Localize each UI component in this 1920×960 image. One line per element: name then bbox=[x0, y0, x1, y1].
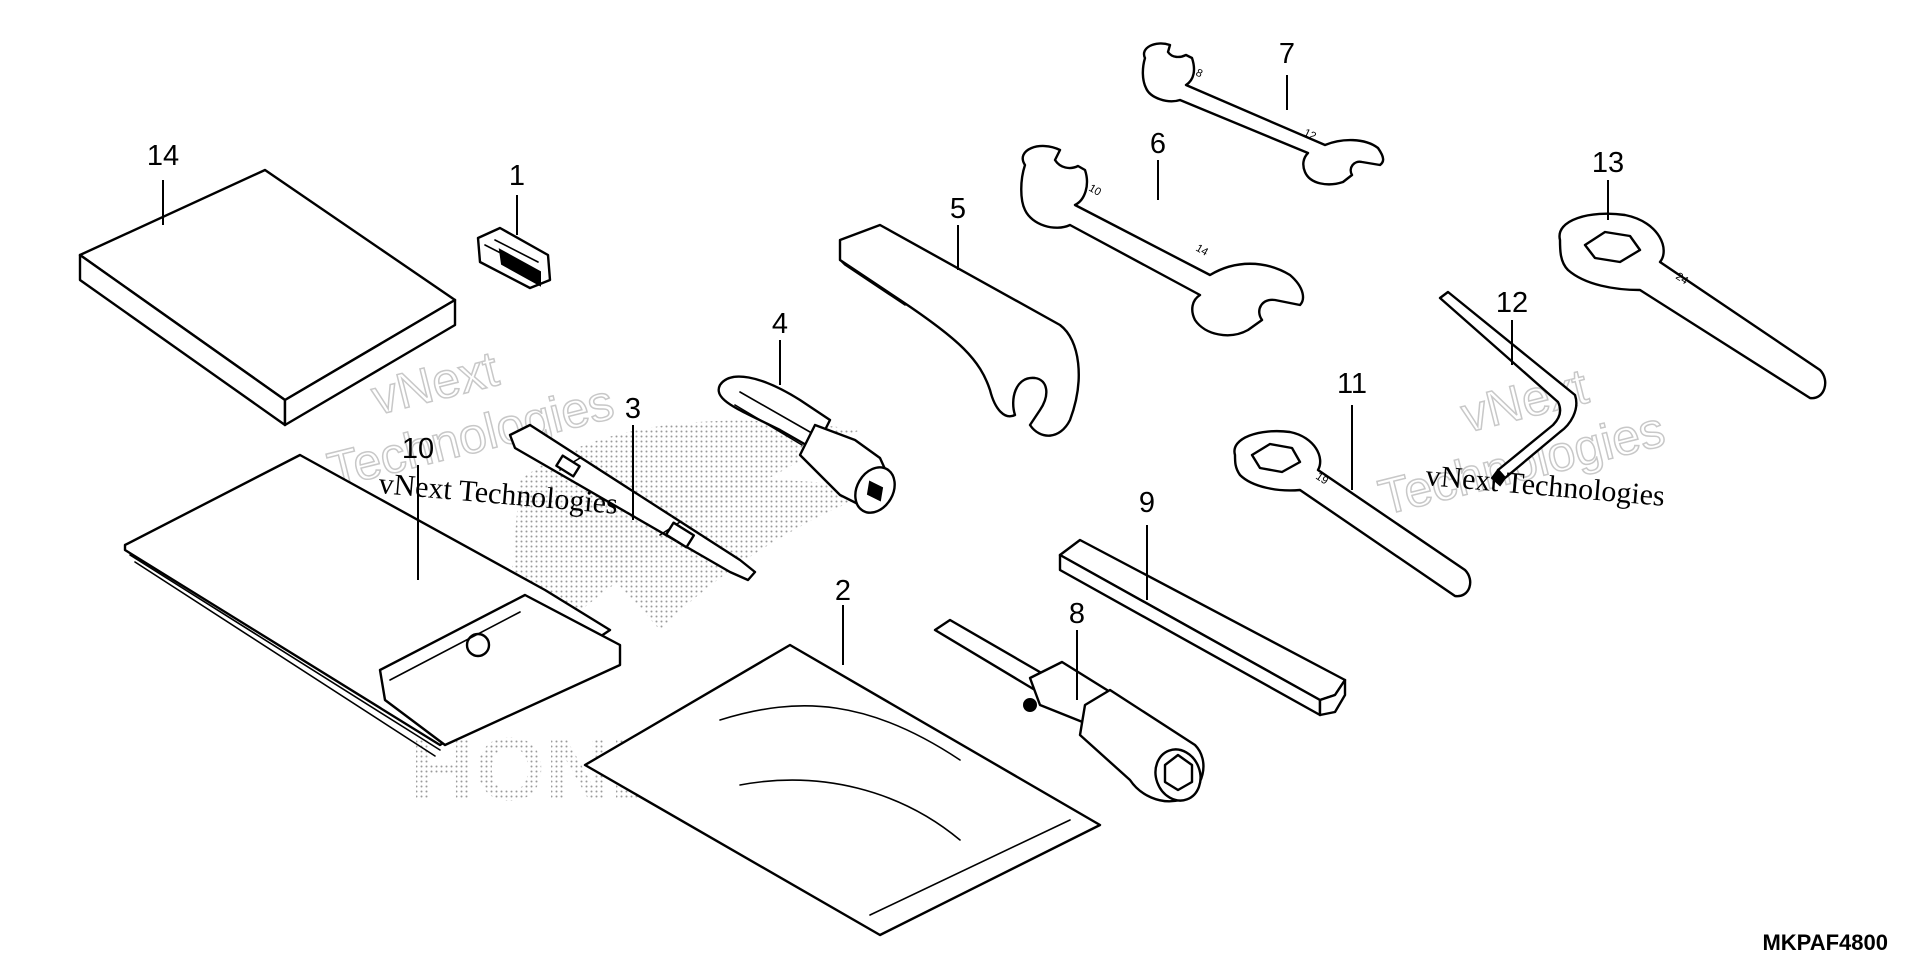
callout-9: 9 bbox=[1139, 487, 1155, 519]
part-4-driver-handle bbox=[717, 375, 896, 514]
part-7-wrench-8-12: 8 12 bbox=[1141, 42, 1385, 186]
callout-7: 7 bbox=[1279, 38, 1295, 70]
part-6-wrench-10-14: 10 14 bbox=[1020, 144, 1305, 337]
callout-2: 2 bbox=[835, 575, 851, 607]
part-13-box-wrench-24: 24 bbox=[1558, 212, 1827, 400]
diagram-code: MKPAF4800 bbox=[1762, 930, 1888, 955]
wrench-7-size-left: 8 bbox=[1194, 67, 1205, 80]
part-12-hex-key bbox=[1438, 290, 1578, 487]
wrench-11-size: 19 bbox=[1313, 471, 1330, 488]
callout-13: 13 bbox=[1592, 147, 1624, 179]
callout-8: 8 bbox=[1069, 598, 1085, 630]
wrench-6-size-right: 14 bbox=[1194, 242, 1211, 259]
wrench-6-size-left: 10 bbox=[1087, 182, 1104, 199]
callout-5: 5 bbox=[950, 193, 966, 225]
part-2-document-bag bbox=[583, 643, 1102, 937]
callout-labels: 14 1 2 3 4 5 6 7 8 9 10 11 12 13 bbox=[147, 38, 1624, 630]
part-10-tool-bag bbox=[123, 453, 622, 757]
callout-4: 4 bbox=[772, 308, 788, 340]
leader-lines bbox=[162, 75, 1609, 700]
wrench-7-size-right: 12 bbox=[1302, 127, 1318, 143]
callout-1: 1 bbox=[509, 160, 525, 192]
callout-11: 11 bbox=[1337, 368, 1367, 400]
callout-12: 12 bbox=[1496, 287, 1528, 319]
part-9-extension-bar bbox=[1058, 538, 1347, 717]
part-5-hook-spanner bbox=[838, 223, 1080, 437]
watermark-outline-left: vNext Technologies bbox=[322, 340, 620, 500]
part-14-manual bbox=[78, 168, 457, 427]
part-11-box-wrench-19: 19 bbox=[1233, 429, 1472, 598]
part-1-connector bbox=[476, 226, 552, 290]
callout-14: 14 bbox=[147, 140, 179, 172]
callout-6: 6 bbox=[1150, 128, 1166, 160]
wrench-13-size: 24 bbox=[1673, 270, 1690, 287]
callout-10: 10 bbox=[402, 433, 434, 465]
part-8-plug-wrench bbox=[933, 618, 1205, 803]
callout-3: 3 bbox=[625, 393, 641, 425]
